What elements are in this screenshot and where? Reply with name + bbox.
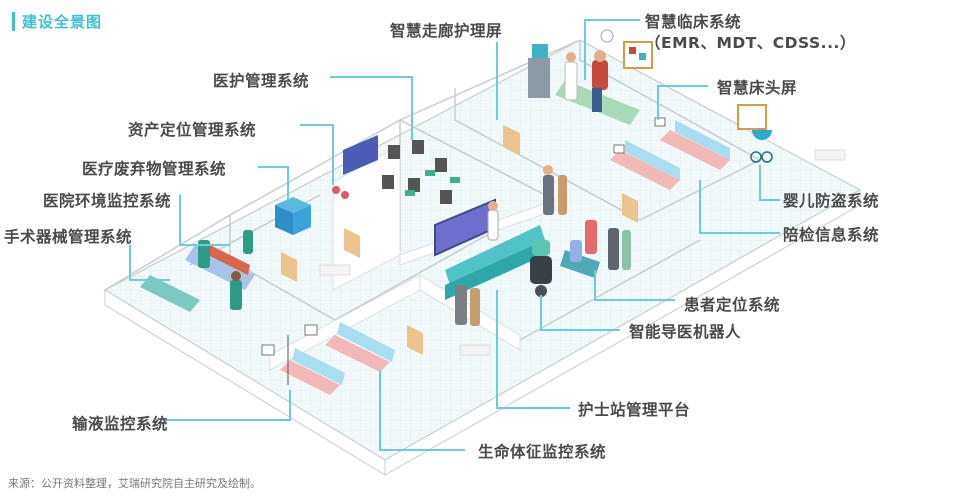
label-bedside-screen: 智慧床头屏 <box>717 79 798 97</box>
office-room-scene <box>332 135 460 204</box>
page-title: 建设全景图 <box>22 13 103 31</box>
label-clinical-system-sub: （EMR、MDT、CDSS...） <box>645 34 856 52</box>
clinical-room-scene <box>528 29 653 125</box>
surgery-room-scene <box>140 230 255 312</box>
label-medical-care-mgmt: 医护管理系统 <box>213 72 310 90</box>
patients-and-visitors <box>543 165 631 278</box>
label-patient-location: 患者定位系统 <box>684 296 781 314</box>
ward-room-right-scene <box>610 104 846 190</box>
nurse-station-scene <box>434 198 545 326</box>
title-accent-bar <box>12 12 15 31</box>
label-clinical-system: 智慧临床系统 <box>645 13 742 31</box>
label-guide-robot: 智能导医机器人 <box>629 323 742 341</box>
callout-lines <box>129 19 780 451</box>
guide-robot-figure <box>530 240 552 297</box>
label-infant-antitheft: 婴儿防盗系统 <box>783 192 880 210</box>
label-nurse-station: 护士站管理平台 <box>578 401 691 419</box>
source-note: 来源：公开资料整理，艾瑞研究院自主研究及绘制。 <box>8 477 261 490</box>
doors <box>281 125 638 355</box>
label-environment-monitor: 医院环境监控系统 <box>43 192 172 210</box>
label-corridor-screen: 智慧走廊护理屏 <box>390 22 503 40</box>
label-infusion-monitor: 输液监控系统 <box>72 415 169 433</box>
medical-waste-bin <box>275 197 311 235</box>
ward-room-bottom-scene <box>261 264 491 395</box>
label-vital-signs: 生命体征监控系统 <box>478 443 607 461</box>
label-medical-waste: 医疗废弃物管理系统 <box>82 160 227 178</box>
label-asset-location: 资产定位管理系统 <box>128 121 257 139</box>
label-escort-info: 陪检信息系统 <box>783 226 880 244</box>
label-surgical-instruments: 手术器械管理系统 <box>4 228 133 246</box>
